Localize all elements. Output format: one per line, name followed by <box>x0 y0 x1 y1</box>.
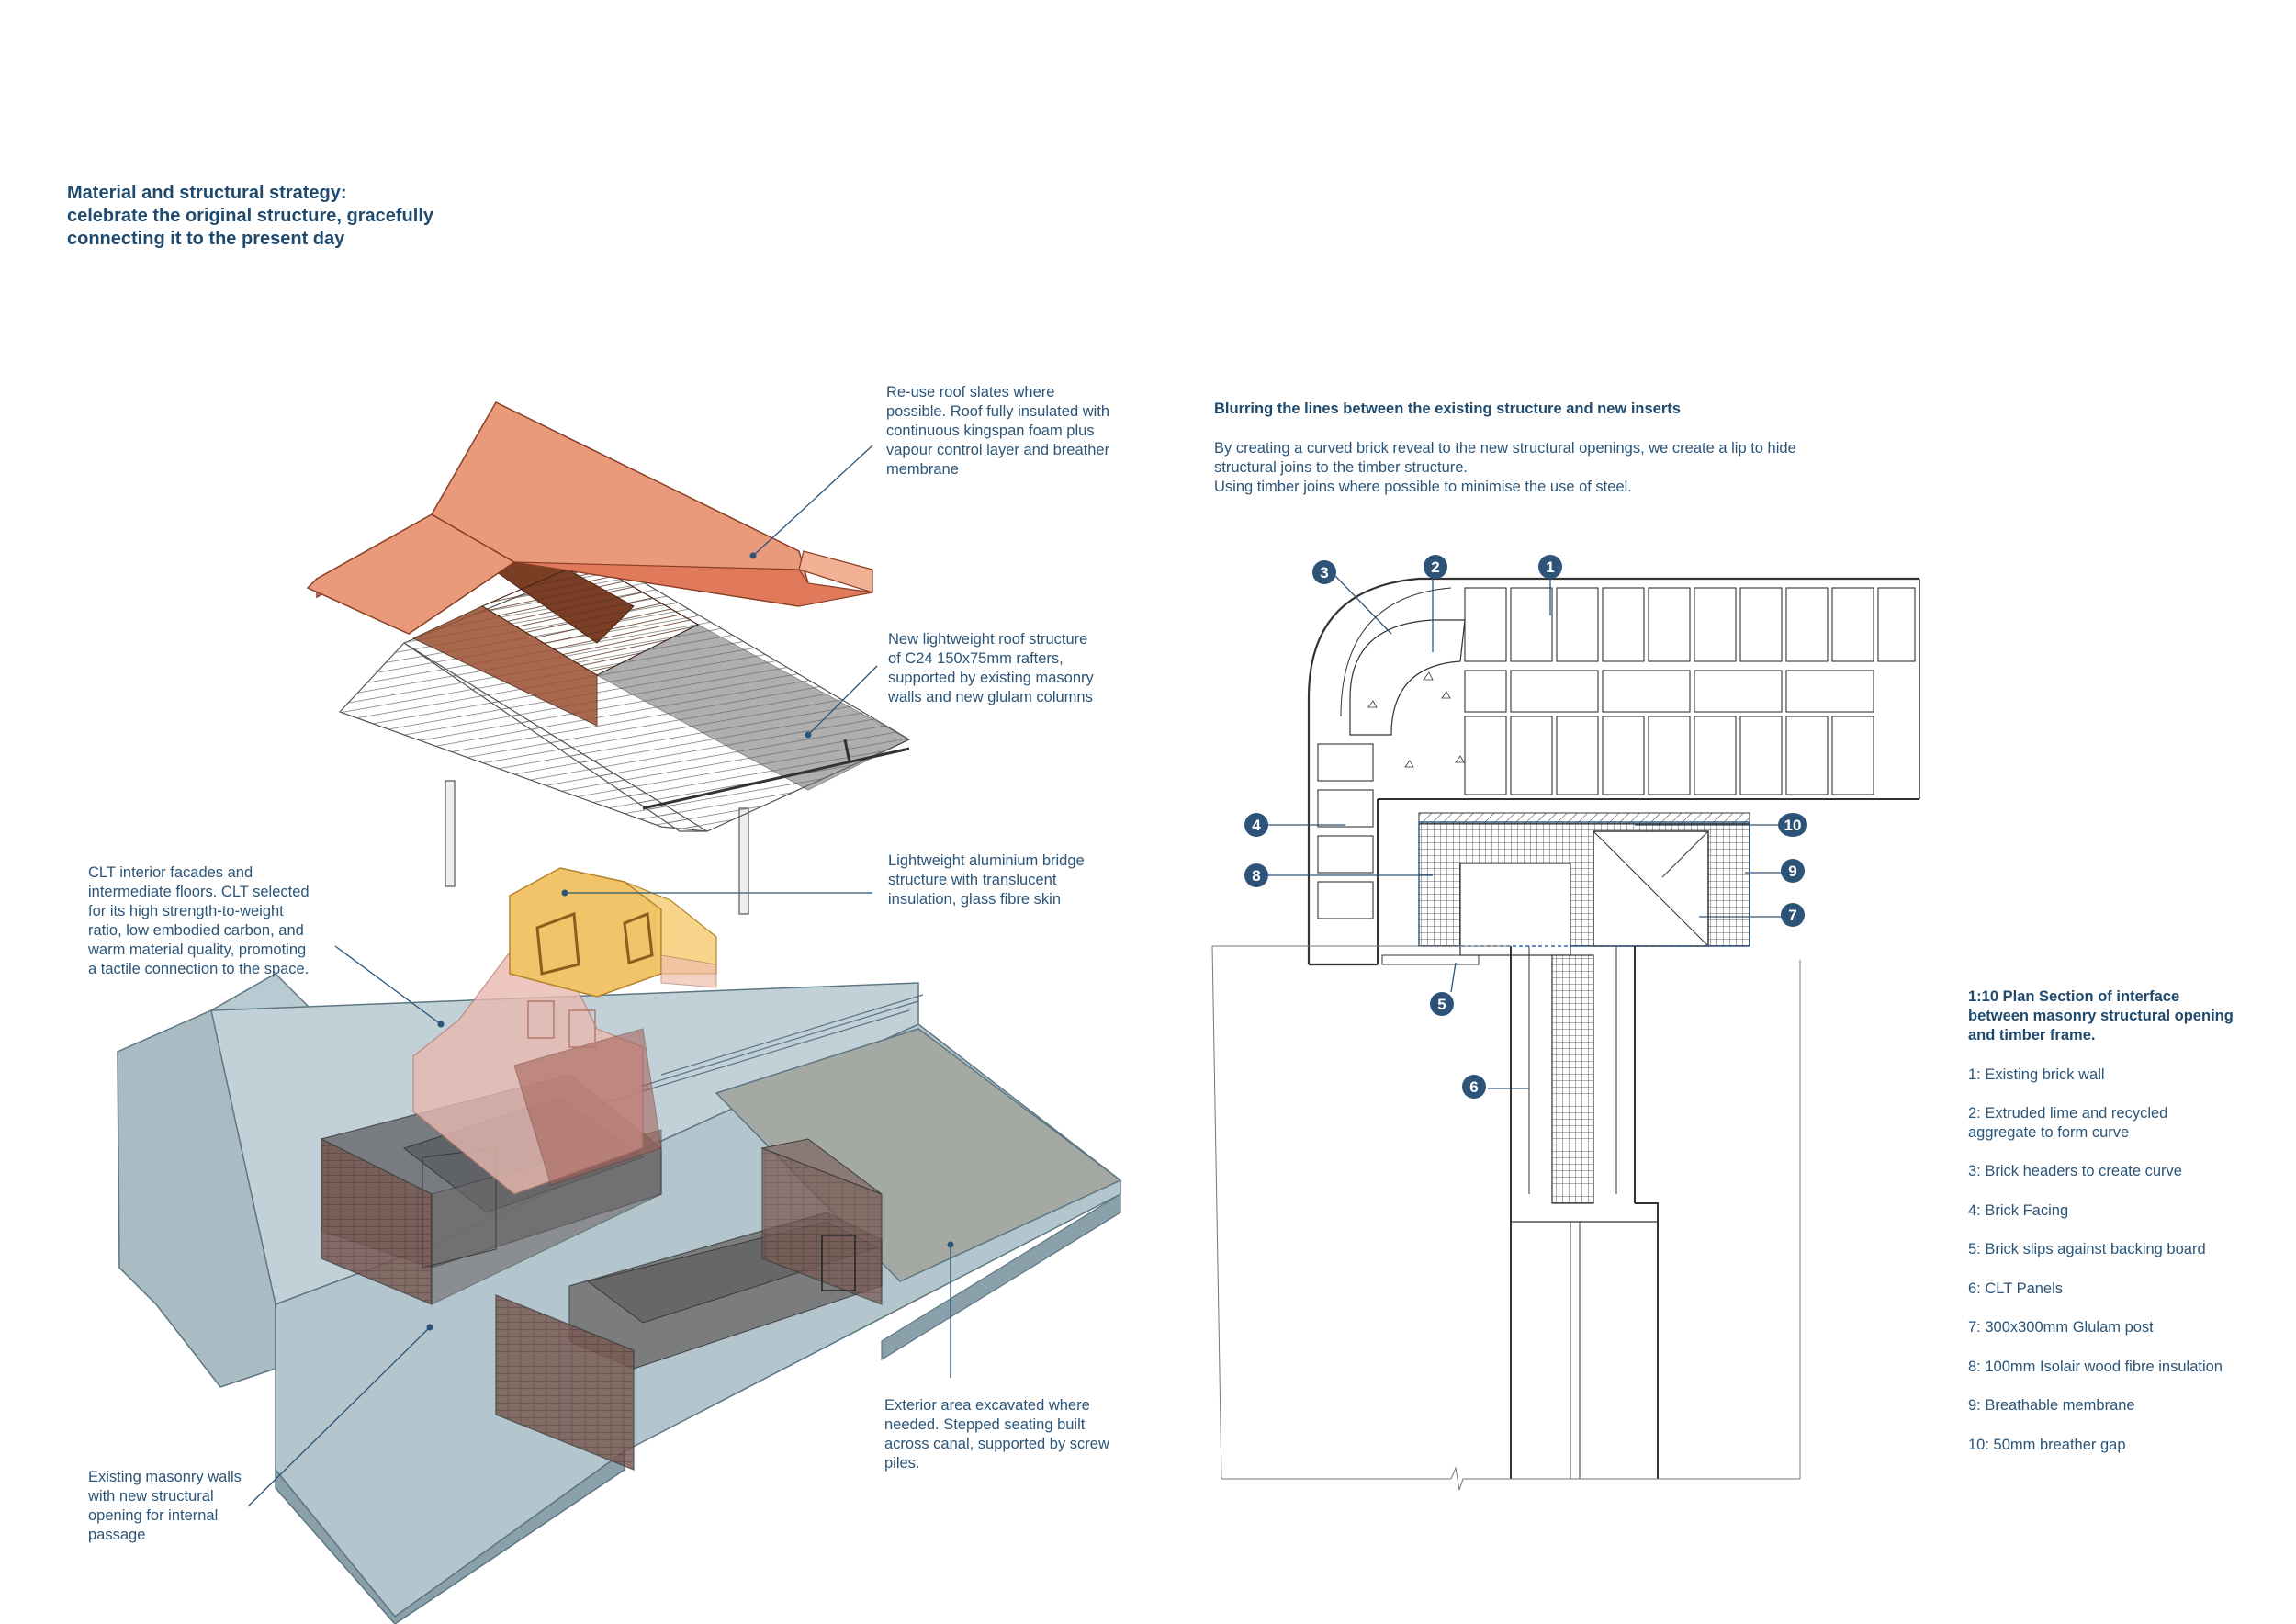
note-roof-structure: New lightweight roof structure of C24 15… <box>888 631 1094 705</box>
legend-item: 2: Extruded lime and recycled aggregate … <box>1968 1105 2168 1141</box>
wall-outline <box>1307 577 1919 964</box>
section-heading: Blurring the lines between the existing … <box>1214 400 1681 417</box>
badge-7: 7 <box>1781 903 1805 927</box>
badge-6: 6 <box>1462 1075 1486 1099</box>
svg-text:2: 2 <box>1431 558 1439 576</box>
legend-item: 7: 300x300mm Glulam post <box>1968 1319 2154 1336</box>
svg-text:1: 1 <box>1546 558 1554 576</box>
note-masonry: Existing masonry walls with new structur… <box>88 1469 242 1543</box>
axo-leader-lines <box>247 445 951 1507</box>
svg-text:10: 10 <box>1784 817 1802 834</box>
page-title: Material and structural strategy: celebr… <box>67 183 434 249</box>
badge-1: 1 <box>1538 555 1562 579</box>
badge-5: 5 <box>1430 992 1454 1016</box>
legend-item: 10: 50mm breather gap <box>1968 1437 2126 1453</box>
plan-section-drawing <box>1211 571 1920 1491</box>
svg-text:8: 8 <box>1252 867 1260 885</box>
section-body: By creating a curved brick reveal to the… <box>1214 440 1796 495</box>
legend-item: 4: Brick Facing <box>1968 1202 2069 1219</box>
clt-panel-insulation <box>1551 954 1594 1204</box>
svg-text:6: 6 <box>1469 1078 1478 1096</box>
note-roof-slates: Re-use roof slates where possible. Roof … <box>886 384 1110 478</box>
badge-2: 2 <box>1424 555 1447 579</box>
roof-slates <box>306 401 873 635</box>
note-exterior: Exterior area excavated where needed. St… <box>884 1397 1109 1472</box>
aluminium-bridge <box>509 867 717 998</box>
brick-courses <box>1317 587 1916 919</box>
svg-text:4: 4 <box>1252 817 1261 834</box>
svg-text:7: 7 <box>1788 907 1796 924</box>
legend-item: 9: Breathable membrane <box>1968 1397 2135 1414</box>
legend-item: 1: Existing brick wall <box>1968 1066 2105 1083</box>
legend-item: 6: CLT Panels <box>1968 1280 2064 1297</box>
legend-item: 8: 100mm Isolair wood fibre insulation <box>1968 1359 2223 1375</box>
note-bridge: Lightweight aluminium bridge structure w… <box>888 852 1085 908</box>
svg-text:3: 3 <box>1320 564 1328 581</box>
legend-item: 5: Brick slips against backing board <box>1968 1241 2206 1257</box>
badge-3: 3 <box>1312 560 1336 584</box>
clt-facades <box>412 945 662 1195</box>
badge-4: 4 <box>1244 813 1268 837</box>
note-clt: CLT interior facades and intermediate fl… <box>88 864 310 977</box>
rafter-structure <box>338 559 911 832</box>
lime-aggregate-marks <box>1367 671 1465 768</box>
badge-10: 10 <box>1778 813 1807 837</box>
svg-text:9: 9 <box>1788 863 1796 880</box>
axonometric-drawing <box>117 401 1122 1624</box>
legend-title: 1:10 Plan Section of interface between m… <box>1968 988 2234 1043</box>
badge-8: 8 <box>1244 863 1268 887</box>
svg-text:5: 5 <box>1437 996 1446 1013</box>
section-badges: 1 2 3 4 5 6 7 8 9 10 <box>1244 555 1807 1099</box>
badge-9: 9 <box>1781 859 1805 883</box>
legend-item: 3: Brick headers to create curve <box>1968 1163 2182 1179</box>
axo-leader-dots <box>426 552 954 1331</box>
